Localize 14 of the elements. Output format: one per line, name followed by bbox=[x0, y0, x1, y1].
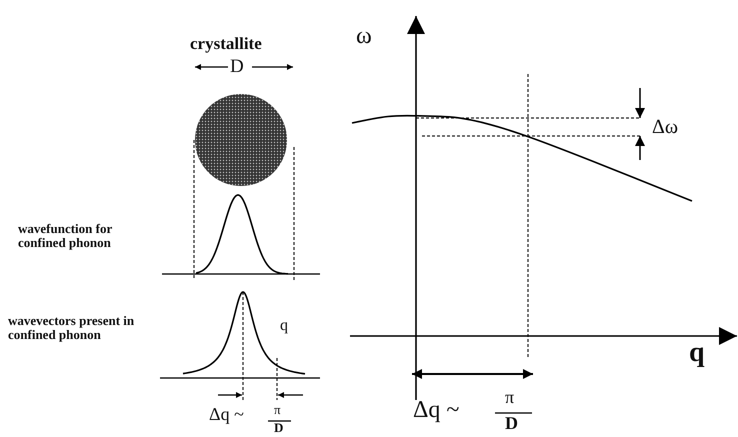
dimension-label: Δω bbox=[652, 117, 678, 138]
formula-label: D bbox=[274, 421, 284, 435]
axis-label: q bbox=[689, 338, 705, 368]
formula-label: π bbox=[274, 403, 281, 417]
axis-label: ω bbox=[356, 24, 372, 50]
formula-label: D bbox=[505, 414, 518, 433]
formula-label: π bbox=[505, 388, 514, 407]
variable-label: q bbox=[280, 318, 288, 335]
formula-label: Δq ~ bbox=[209, 405, 244, 424]
dimension-label: D bbox=[230, 57, 244, 77]
heading: crystallite bbox=[190, 35, 262, 53]
caption: wavefunction for confined phonon bbox=[18, 222, 114, 250]
caption: wavevectors present in confined phonon bbox=[8, 314, 136, 342]
formula-label: Δq ~ bbox=[413, 398, 460, 424]
